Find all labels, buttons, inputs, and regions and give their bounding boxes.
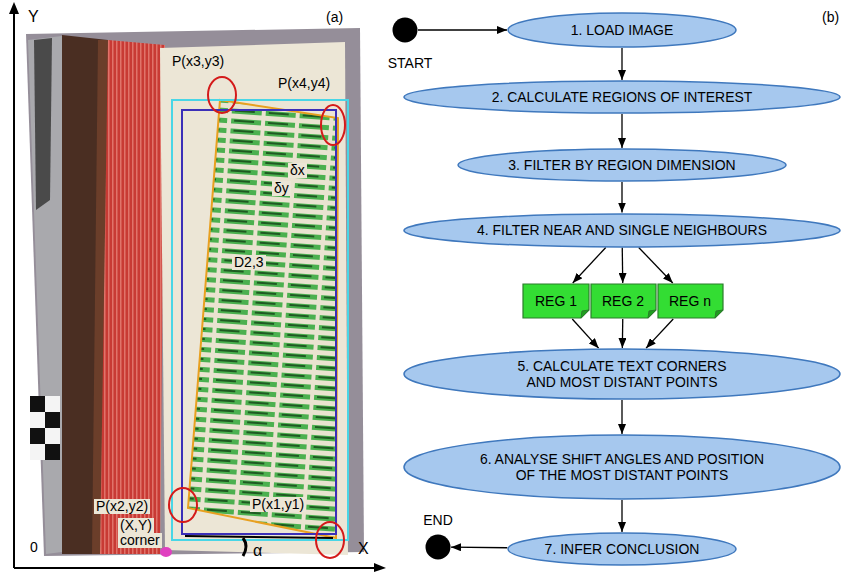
scale-square (45, 428, 60, 444)
step-label: 6. ANALYSE SHIFT ANGLES AND POSITION OF … (472, 451, 772, 483)
note-fold (648, 310, 656, 318)
flow-arrow (621, 400, 622, 434)
note-fold (715, 310, 723, 318)
annotation-label: α (253, 542, 262, 560)
process-ellipse: 7. INFER CONCLUSION (507, 532, 737, 566)
book-spine (28, 36, 62, 554)
photo-background (26, 28, 364, 556)
ellipse-outline (404, 214, 840, 247)
note-fold (581, 310, 589, 318)
process-ellipse: 3. FILTER BY REGION DIMENSION (457, 148, 787, 182)
annotation-label: X (358, 540, 369, 558)
ellipse-outline (404, 349, 840, 399)
terminal-circle (426, 535, 451, 560)
x-axis (14, 567, 376, 569)
terminal-circle (393, 18, 418, 43)
ellipse-outline (404, 435, 840, 499)
note-outline (591, 284, 656, 318)
annotation-label: 0 (30, 540, 38, 555)
ellipse-outline (508, 533, 736, 565)
annotation-label: P(x4,y4) (276, 76, 332, 91)
flow-arrow (621, 48, 622, 80)
outer-bounding-box (172, 100, 348, 540)
annotation-label: δx (288, 163, 307, 178)
axis-arrowhead (374, 563, 386, 572)
flow-arrow (621, 500, 622, 532)
step-label: 2. CALCULATE REGIONS OF INTEREST (492, 89, 752, 105)
process-ellipse: 1. LOAD IMAGE (507, 12, 737, 48)
flow-arrow (451, 546, 507, 548)
step-label: 7. INFER CONCLUSION (545, 541, 700, 557)
scale-square (45, 412, 60, 428)
annotation-label: Y (28, 8, 39, 26)
region-label: REG n (669, 293, 711, 309)
annotation-label: (X,Y) (118, 518, 154, 533)
annotation-label: (b) (822, 10, 839, 25)
note-outline (523, 284, 589, 318)
scale-square (30, 444, 45, 460)
flow-arrow (621, 114, 622, 148)
page-edges (100, 40, 165, 554)
corner-marker (208, 77, 236, 113)
ellipse-outline (508, 13, 736, 47)
flow-arrow (639, 247, 673, 283)
step-label: 1. LOAD IMAGE (571, 22, 674, 38)
ellipse-outline (404, 81, 840, 113)
scale-square (30, 428, 45, 444)
process-ellipse: 2. CALCULATE REGIONS OF INTEREST (403, 80, 841, 114)
flow-arrow (572, 319, 598, 348)
flow-arrow (621, 182, 622, 213)
node-outline (392, 17, 418, 43)
note-outline (658, 284, 723, 318)
region-note: REG 2 (590, 283, 657, 319)
corner-dot (160, 547, 172, 557)
terminal-dot: START (392, 17, 418, 43)
annotation-label: δy (272, 181, 291, 196)
flow-arrow (622, 319, 624, 348)
annotation-label: corner (118, 533, 162, 548)
annotation-label: P(x1,y1) (250, 497, 306, 512)
flow-arrow (622, 247, 624, 283)
axis-arrowhead (9, 2, 19, 14)
annotation-label: D2,3 (232, 255, 266, 270)
corner-marker (321, 105, 345, 145)
region-label: REG 2 (602, 293, 644, 309)
terminal-label: START (388, 55, 433, 71)
corner-marker (169, 488, 197, 522)
region-note: REG n (657, 283, 724, 319)
flow-arrow (573, 247, 606, 283)
inner-bounding-box (182, 110, 336, 534)
flow-arrow (646, 319, 673, 348)
node-outline (425, 534, 451, 560)
annotation-label: (a) (326, 10, 343, 25)
flow-arrow (418, 29, 507, 30)
text-block (188, 100, 338, 538)
scale-square (45, 396, 60, 412)
region-note: REG 1 (522, 283, 590, 319)
scale-square (30, 412, 45, 428)
y-axis (13, 12, 15, 568)
step-label: 4. FILTER NEAR AND SINGLE NEIGHBOURS (477, 222, 767, 238)
base-line (185, 536, 333, 538)
spine-shadow (34, 38, 52, 210)
process-ellipse: 6. ANALYSE SHIFT ANGLES AND POSITION OF … (403, 434, 841, 500)
step-label: 5. CALCULATE TEXT CORNERS AND MOST DISTA… (508, 358, 735, 390)
process-ellipse: 5. CALCULATE TEXT CORNERS AND MOST DISTA… (403, 348, 841, 400)
angle-arc (243, 538, 246, 556)
process-ellipse: 4. FILTER NEAR AND SINGLE NEIGHBOURS (403, 213, 841, 248)
annotation-label: P(x3,y3) (170, 54, 226, 69)
region-label: REG 1 (535, 293, 577, 309)
scale-square (45, 444, 60, 460)
corner-marker (316, 522, 344, 558)
annotation-label: P(x2,y2) (94, 499, 150, 514)
book-page (160, 42, 348, 555)
ellipse-outline (458, 149, 786, 181)
terminal-dot: END (425, 534, 451, 560)
scale-square (30, 396, 45, 412)
terminal-label: END (423, 512, 453, 528)
step-label: 3. FILTER BY REGION DIMENSION (508, 157, 735, 173)
